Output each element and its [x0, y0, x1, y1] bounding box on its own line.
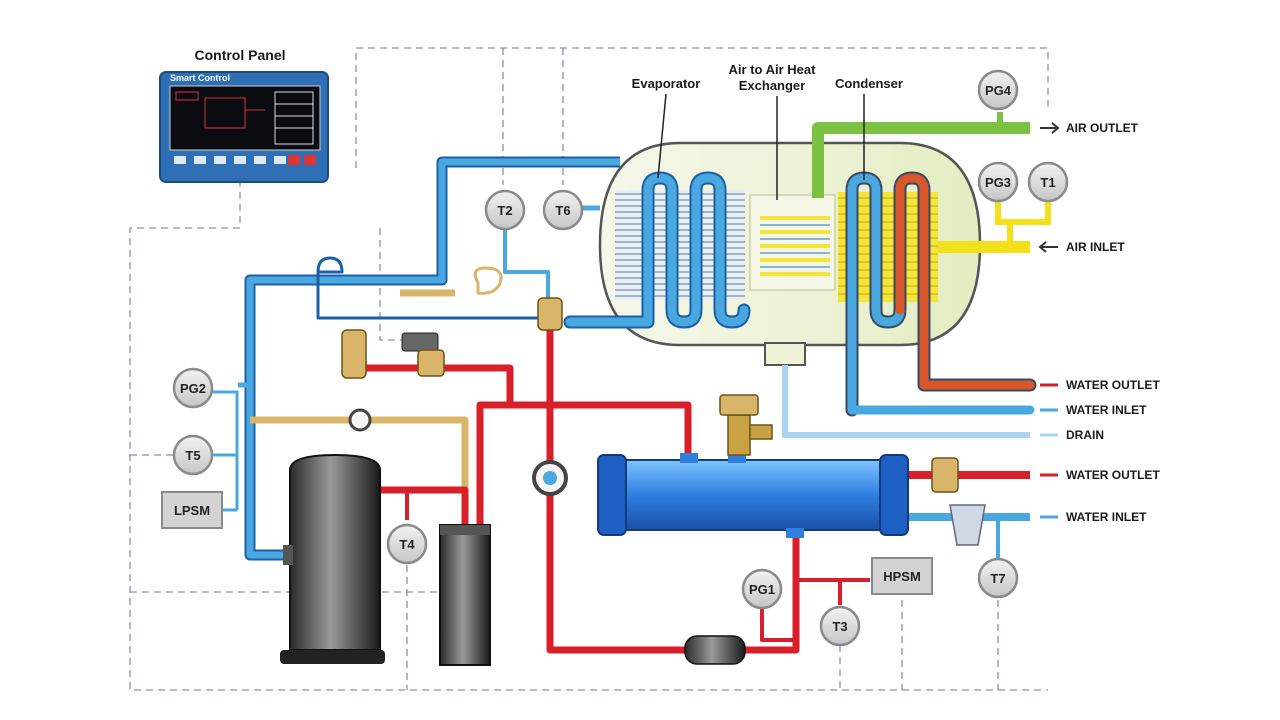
svg-text:PG2: PG2 [180, 381, 206, 396]
air-outlet-label: AIR OUTLET [1066, 121, 1139, 135]
heat-exchanger-label-line1: Air to Air Heat [729, 62, 817, 77]
filter-drier [684, 635, 746, 665]
gauge-t6: T6 [542, 189, 584, 231]
gauge-t2: T2 [484, 189, 526, 231]
evaporator-coil [563, 171, 751, 329]
switch-lpsm: LPSM [161, 491, 223, 529]
svg-text:T7: T7 [990, 571, 1005, 586]
gauge-t7: T7 [977, 557, 1019, 599]
air-inlet-label: AIR INLET [1066, 240, 1125, 254]
expansion-valve [341, 297, 563, 379]
svg-text:PG4: PG4 [985, 83, 1012, 98]
suction-piping [238, 156, 620, 561]
relief-valve [719, 394, 773, 456]
gauge-t5: T5 [172, 434, 214, 476]
svg-text:T5: T5 [185, 448, 200, 463]
drain-label: DRAIN [1066, 428, 1104, 442]
control-panel[interactable] [159, 71, 329, 183]
switch-hpsm: HPSM [871, 557, 933, 595]
air-to-air-core [749, 194, 836, 291]
svg-text:T3: T3 [832, 619, 847, 634]
water-inlet-bottom-label: WATER INLET [1066, 510, 1147, 524]
compressor[interactable] [280, 453, 385, 664]
air-inlet-pipe [938, 200, 1051, 253]
control-panel-title: Control Panel [194, 47, 285, 63]
sight-glass [348, 408, 568, 496]
gauge-t1: T1 [1027, 161, 1069, 203]
gauge-pg4: PG4 [977, 69, 1019, 111]
water-outlet-top-label: WATER OUTLET [1066, 378, 1160, 392]
gauge-t4: T4 [386, 523, 428, 565]
drain-line [782, 365, 1030, 438]
svg-text:LPSM: LPSM [174, 503, 210, 518]
condenser-label: Condenser [835, 76, 903, 91]
evaporator-label: Evaporator [632, 76, 701, 91]
gauge-pg1: PG1 [741, 568, 783, 610]
gauge-pg2: PG2 [172, 367, 214, 409]
control-wiring [129, 47, 1049, 691]
water-outlet-bottom-label: WATER OUTLET [1066, 468, 1160, 482]
air-outlet-pipe [812, 112, 1030, 198]
svg-text:PG3: PG3 [985, 175, 1011, 190]
gauge-connectors [212, 390, 239, 512]
svg-text:T2: T2 [497, 203, 512, 218]
shell-and-tube-condenser [597, 453, 909, 538]
port-labels: AIR OUTLET AIR INLET WATER OUTLET WATER … [1038, 121, 1160, 524]
water-inlet-top-label: WATER INLET [1066, 403, 1147, 417]
svg-text:T4: T4 [399, 537, 415, 552]
control-panel-screen-label: Smart Control [170, 73, 230, 83]
water-valve [931, 457, 959, 493]
svg-text:T1: T1 [1040, 175, 1055, 190]
water-strainer [949, 504, 986, 546]
heat-exchanger-label-line2: Exchanger [739, 78, 805, 93]
svg-text:T6: T6 [555, 203, 570, 218]
discharge-piping [355, 318, 870, 654]
gauge-pg3: PG3 [977, 161, 1019, 203]
svg-text:PG1: PG1 [749, 582, 775, 597]
solenoid-valve [401, 332, 445, 377]
receiver-tank [439, 524, 491, 666]
svg-text:HPSM: HPSM [883, 569, 921, 584]
gauge-t3: T3 [819, 605, 861, 647]
